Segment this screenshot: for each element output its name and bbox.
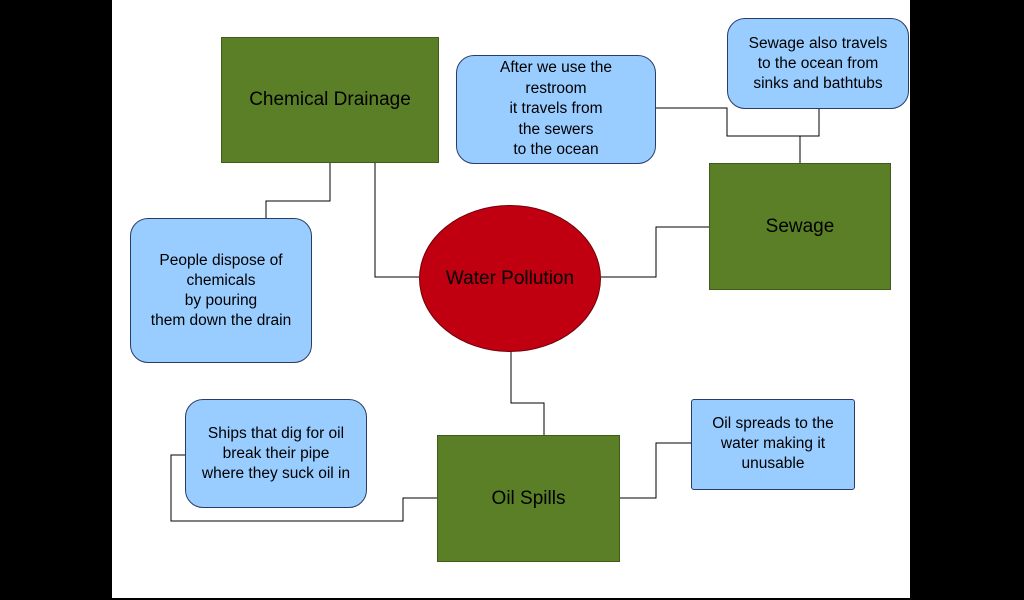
spreads-note: Oil spreads to the water making it unusa… bbox=[691, 399, 855, 490]
connector-drainage-chemicals bbox=[265, 163, 331, 218]
connector-center-sewage bbox=[601, 226, 709, 278]
connector-oil-ships bbox=[170, 454, 437, 522]
oil-spills-label: Oil Spills bbox=[491, 487, 566, 509]
ships-note: Ships that dig for oil break their pipe … bbox=[185, 399, 367, 508]
restroom-note: After we use the restroom it travels fro… bbox=[456, 55, 656, 164]
restroom-note-text: After we use the restroom it travels fro… bbox=[499, 59, 612, 159]
sewage-label: Sewage bbox=[765, 215, 835, 237]
ships-note-text: Ships that dig for oil break their pipe … bbox=[201, 424, 351, 482]
water-pollution-node: Water Pollution bbox=[419, 205, 601, 352]
oil-spills-box: Oil Spills bbox=[437, 435, 620, 562]
sinks-note: Sewage also travels to the ocean from si… bbox=[727, 18, 909, 109]
sinks-note-text: Sewage also travels to the ocean from si… bbox=[748, 34, 888, 92]
chemical-drainage-box: Chemical Drainage bbox=[221, 37, 439, 163]
connector-oil-spreads bbox=[620, 442, 691, 499]
sewage-box: Sewage bbox=[709, 163, 891, 290]
connector-sewage-notes bbox=[656, 107, 801, 163]
chemicals-note-text: People dispose of chemicals by pouring t… bbox=[150, 251, 292, 329]
chemical-drainage-label: Chemical Drainage bbox=[249, 89, 411, 110]
connector-sewage-sinks bbox=[800, 108, 820, 137]
water-pollution-label: Water Pollution bbox=[445, 267, 575, 289]
spreads-note-text: Oil spreads to the water making it unusa… bbox=[712, 415, 834, 472]
connector-drainage-center bbox=[374, 163, 419, 278]
chemicals-note: People dispose of chemicals by pouring t… bbox=[130, 218, 312, 363]
connector-center-oil bbox=[510, 352, 545, 435]
